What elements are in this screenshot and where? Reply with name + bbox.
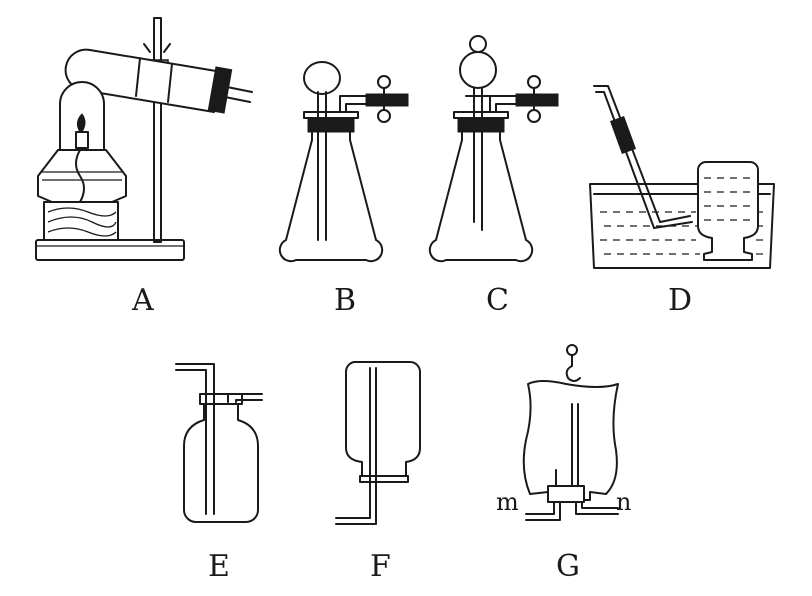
gas-bag-g [522,380,619,501]
label-g: G [556,549,580,584]
label-e: E [208,549,230,584]
rubber-tube-c [515,93,559,107]
funnel-b [303,61,341,95]
separatory-funnel-c [459,51,497,89]
label-f: F [370,549,391,584]
label-d: D [668,283,692,318]
apparatus-g: m n [496,344,631,521]
port-label-m: m [496,488,519,516]
apparatus-b [278,61,409,263]
conical-flask-b [278,127,384,263]
flame [76,113,86,133]
apparatus-a [35,17,253,261]
alcohol-lamp [37,149,127,203]
stand-base [35,239,185,261]
apparatus-d [589,85,775,269]
apparatus-c [428,35,559,263]
rubber-tube-d [609,115,637,155]
rubber-tube-b [365,93,409,107]
label-a: A [131,283,154,318]
label-b: B [334,283,356,318]
apparatus-f [335,361,421,525]
wash-bottle-e [183,401,259,523]
apparatus-e [175,363,263,523]
port-m [525,501,555,515]
stopper-g [547,485,585,503]
stand-rod [153,17,162,243]
tube-stopper [207,66,233,114]
port-n [575,501,619,515]
wooden-block [43,201,119,241]
port-label-n: n [616,488,631,516]
collecting-bottle-d [697,161,759,261]
inverted-bottle-f [344,361,421,479]
label-c: C [486,283,509,318]
